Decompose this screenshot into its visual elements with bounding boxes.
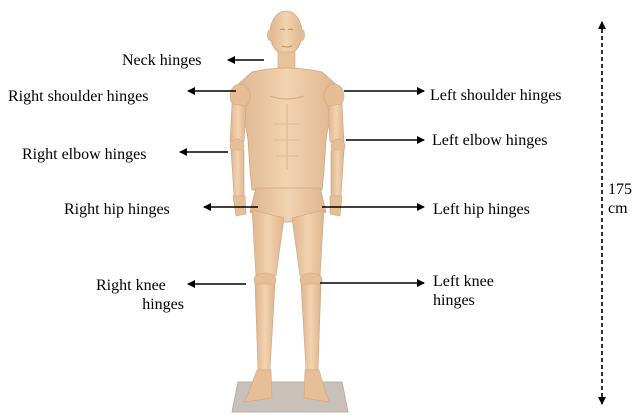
left-elbow-hinges-label: Left elbow hinges (432, 131, 548, 150)
left-knee-label-line2: hinges (433, 291, 494, 310)
right-hip-hinges-label: Right hip hinges (64, 200, 170, 219)
right-knee-label-line1: Right knee (96, 276, 184, 295)
right-shoulder-hinges-label: Right shoulder hinges (8, 87, 148, 106)
left-shoulder-hinges-label: Left shoulder hinges (430, 86, 562, 105)
mannequin-neck (278, 52, 295, 70)
right-knee-label-line2: hinges (96, 295, 184, 314)
left-knee-hinges-label: Left knee hinges (433, 272, 494, 310)
right-knee-hinges-label: Right knee hinges (96, 276, 184, 314)
left-hip-hinges-label: Left hip hinges (433, 200, 530, 219)
mannequin-left-arm (324, 84, 345, 216)
height-value: 175 (608, 180, 632, 199)
left-knee-label-line1: Left knee (433, 272, 494, 291)
right-elbow-hinges-label: Right elbow hinges (22, 145, 146, 164)
mannequin-head (267, 11, 305, 55)
neck-hinges-label: Neck hinges (122, 51, 202, 70)
mannequin-right-arm (230, 84, 250, 216)
height-unit: cm (608, 199, 632, 218)
height-label: 175 cm (608, 180, 632, 218)
mannequin-left-leg (292, 210, 330, 402)
mannequin-right-leg (244, 210, 284, 402)
